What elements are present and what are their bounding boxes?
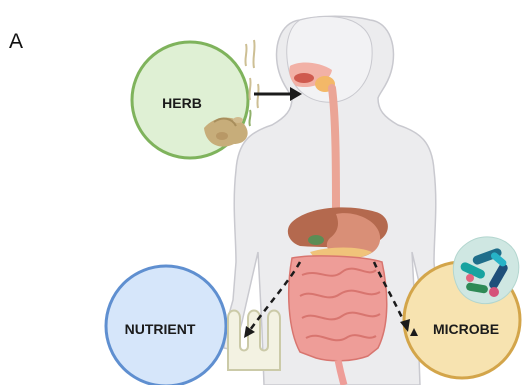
herb-label: HERB	[162, 95, 202, 111]
microbes-cluster-icon	[453, 237, 518, 304]
nutrient-node: NUTRIENT	[106, 266, 226, 385]
intestinal-villi-icon	[228, 311, 280, 371]
nutrient-label: NUTRIENT	[125, 321, 196, 337]
herb-node: HERB	[132, 42, 248, 158]
gallbladder	[308, 235, 324, 245]
microbe-label: MICROBE	[433, 321, 499, 337]
esophagus	[332, 88, 336, 215]
